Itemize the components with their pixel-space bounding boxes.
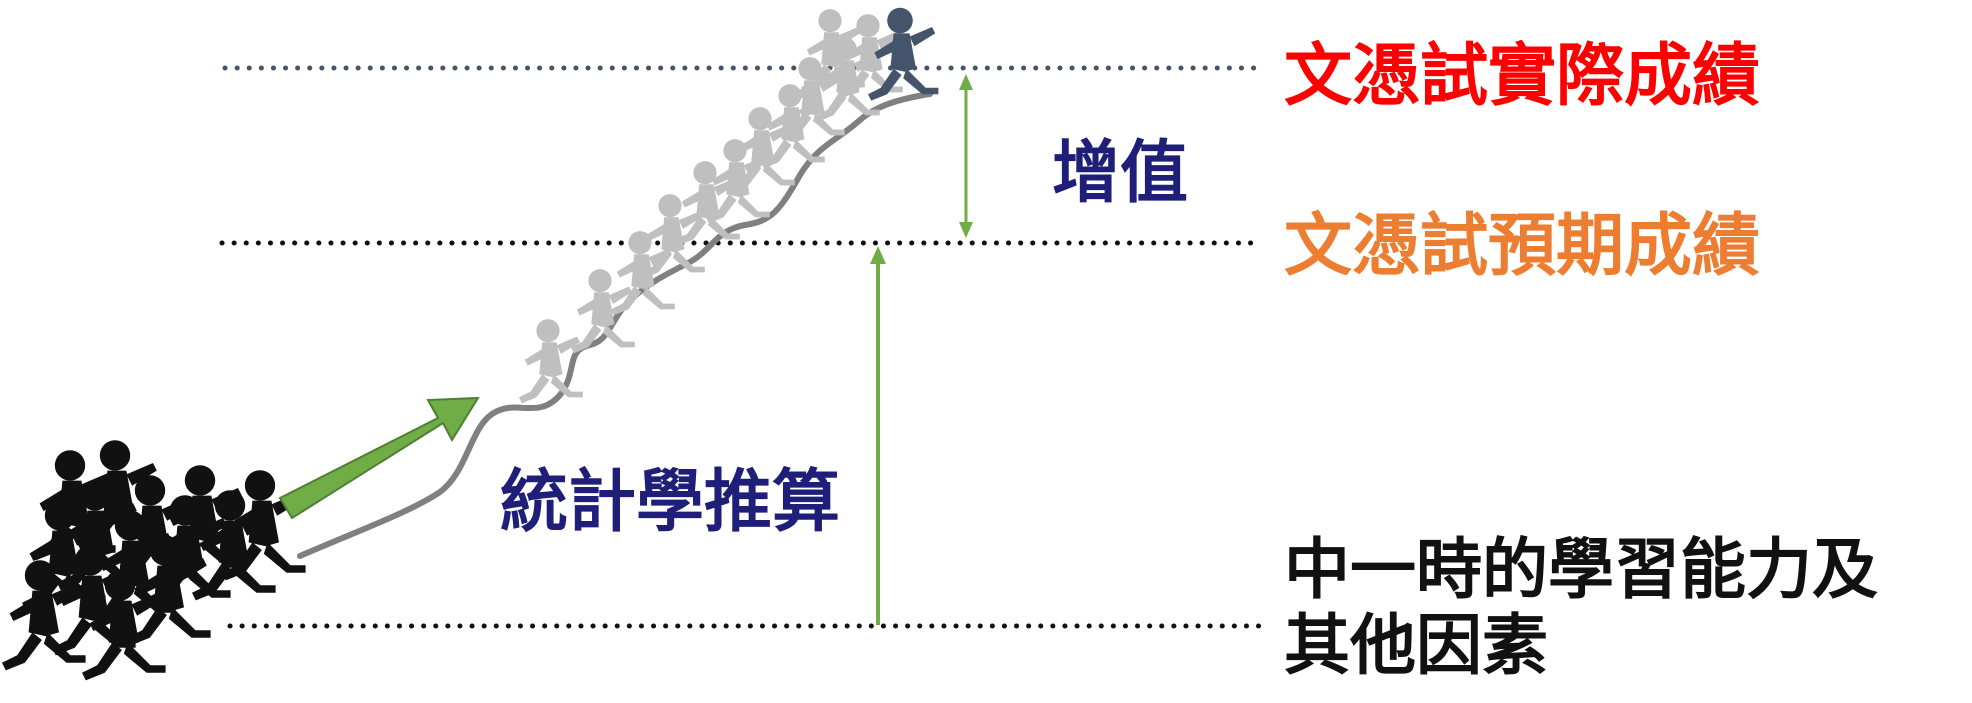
baseline-label: 中一時的學習能力及 其他因素 bbox=[1284, 532, 1878, 684]
baseline-label-line1: 中一時的學習能力及 bbox=[1284, 531, 1878, 608]
statistical-inference-label: 統計學推算 bbox=[500, 463, 841, 542]
expected-score-label: 文憑試預期成績 bbox=[1284, 207, 1761, 286]
actual-score-label: 文憑試實際成績 bbox=[1284, 37, 1761, 116]
statistical-inference-arrow bbox=[870, 246, 886, 625]
runner-crowd bbox=[1, 440, 306, 681]
trend-arrow bbox=[278, 396, 480, 520]
value-added-arrow bbox=[959, 74, 973, 238]
value-added-label: 增值 bbox=[1052, 134, 1189, 213]
baseline-label-line2: 其他因素 bbox=[1284, 606, 1548, 684]
